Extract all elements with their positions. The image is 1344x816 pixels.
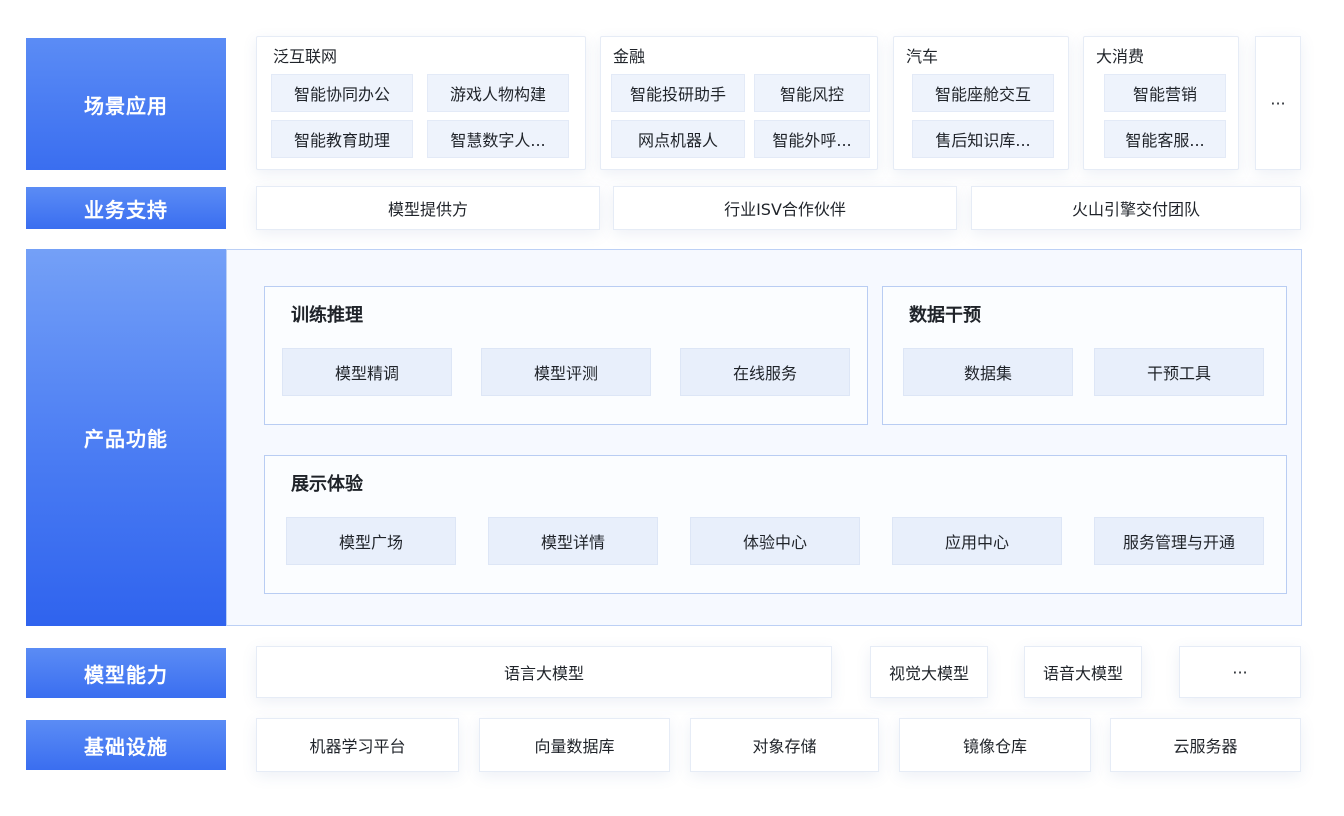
scenario-item: 智能客服...: [1104, 120, 1226, 158]
layer-label-product: 产品功能: [26, 249, 226, 626]
scenario-card-auto: 汽车 智能座舱交互 售后知识库...: [893, 36, 1069, 170]
layer-label-business: 业务支持: [26, 187, 226, 229]
scenario-card-finance: 金融 智能投研助手 智能风控 网点机器人 智能外呼...: [600, 36, 878, 170]
scenario-card-title: 汽车: [906, 47, 939, 66]
scenario-item: 售后知识库...: [912, 120, 1054, 158]
model-item-vision: 视觉大模型: [870, 646, 988, 698]
group-data-intervention: 数据干预 数据集 干预工具: [882, 286, 1287, 425]
scenario-item: 智能外呼...: [754, 120, 870, 158]
infra-item-ml-platform: 机器学习平台: [256, 718, 459, 772]
scenario-item: 游戏人物构建: [427, 74, 569, 112]
group-title: 展示体验: [291, 474, 363, 495]
scenario-card-title: 泛互联网: [273, 47, 338, 66]
layer-label-infra: 基础设施: [26, 720, 226, 770]
business-item-model-provider: 模型提供方: [256, 186, 600, 230]
scenario-item: 智能座舱交互: [912, 74, 1054, 112]
product-item: 在线服务: [680, 348, 850, 396]
scenario-item: 智能营销: [1104, 74, 1226, 112]
layer-label-model: 模型能力: [26, 648, 226, 698]
scenario-item: 智能投研助手: [611, 74, 745, 112]
scenario-item: 智能风控: [754, 74, 870, 112]
product-item: 服务管理与开通: [1094, 517, 1264, 565]
group-title: 训练推理: [291, 305, 363, 326]
business-item-isv-partner: 行业ISV合作伙伴: [613, 186, 957, 230]
group-title: 数据干预: [909, 305, 981, 326]
scenario-item: 智能教育助理: [271, 120, 413, 158]
scenario-card-consumer: 大消费 智能营销 智能客服...: [1083, 36, 1239, 170]
product-item: 体验中心: [690, 517, 860, 565]
product-item: 应用中心: [892, 517, 1062, 565]
model-item-speech: 语音大模型: [1024, 646, 1142, 698]
layer-label-scenario: 场景应用: [26, 38, 226, 170]
model-item-more: ···: [1179, 646, 1301, 698]
infra-item-image-registry: 镜像仓库: [899, 718, 1091, 772]
scenario-item: 智能协同办公: [271, 74, 413, 112]
scenario-card-title: 大消费: [1096, 47, 1145, 66]
scenario-item: 智慧数字人...: [427, 120, 569, 158]
infra-item-vector-db: 向量数据库: [479, 718, 670, 772]
product-item: 模型精调: [282, 348, 452, 396]
product-item: 干预工具: [1094, 348, 1264, 396]
scenario-card-internet: 泛互联网 智能协同办公 游戏人物构建 智能教育助理 智慧数字人...: [256, 36, 586, 170]
product-panel: 训练推理 模型精调 模型评测 在线服务 数据干预 数据集 干预工具 展示体验 模…: [226, 249, 1302, 626]
infra-item-object-storage: 对象存储: [690, 718, 879, 772]
model-item-language: 语言大模型: [256, 646, 832, 698]
group-training-inference: 训练推理 模型精调 模型评测 在线服务: [264, 286, 868, 425]
product-item: 模型详情: [488, 517, 658, 565]
business-item-delivery-team: 火山引擎交付团队: [971, 186, 1301, 230]
group-experience: 展示体验 模型广场 模型详情 体验中心 应用中心 服务管理与开通: [264, 455, 1287, 594]
product-item: 数据集: [903, 348, 1073, 396]
product-item: 模型广场: [286, 517, 456, 565]
scenario-more: ···: [1255, 36, 1301, 170]
scenario-card-title: 金融: [613, 47, 646, 66]
infra-item-cloud-server: 云服务器: [1110, 718, 1301, 772]
product-item: 模型评测: [481, 348, 651, 396]
scenario-item: 网点机器人: [611, 120, 745, 158]
